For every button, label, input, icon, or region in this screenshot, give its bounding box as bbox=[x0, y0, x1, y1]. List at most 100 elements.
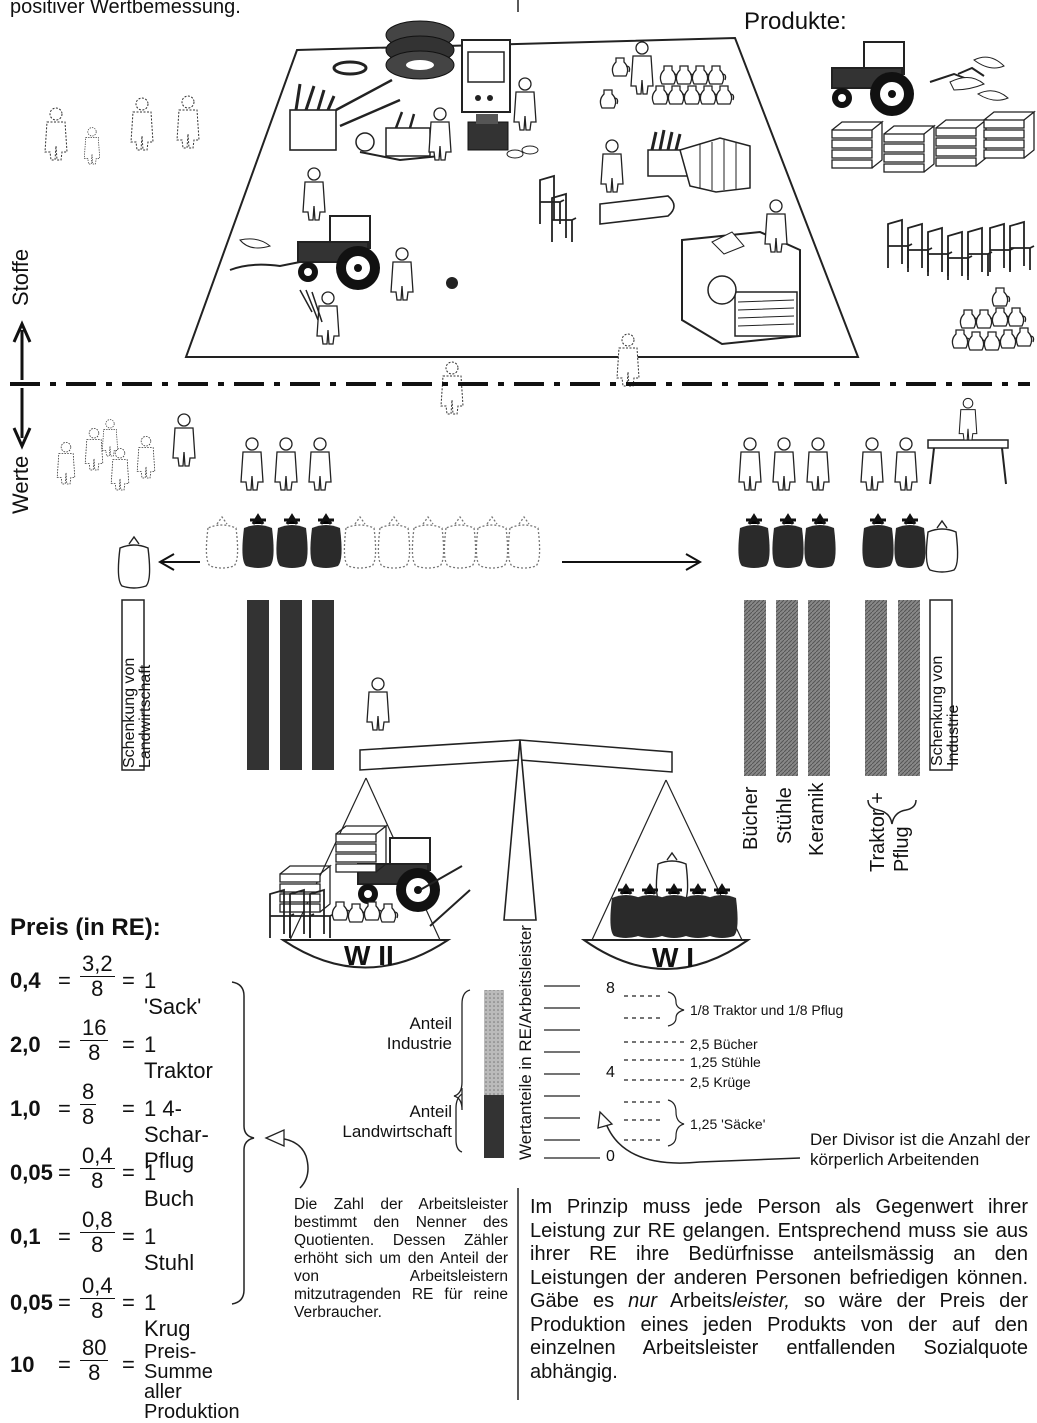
bookbinding-icon bbox=[647, 129, 751, 193]
label-anteil-industrie: Anteil Industrie bbox=[386, 1014, 452, 1053]
equals-sign: = bbox=[122, 1224, 135, 1249]
equals-sign: = bbox=[122, 1290, 135, 1315]
gauge-agriculture-share bbox=[484, 1095, 504, 1158]
price-item: 1 Traktor bbox=[144, 1032, 213, 1083]
arrow-right-icon bbox=[562, 553, 703, 571]
equals-sign: = bbox=[58, 968, 71, 993]
machine-icon bbox=[461, 39, 511, 113]
arrow-down-icon bbox=[12, 388, 32, 450]
product-label-traktor-pflug: Traktor + Pflug bbox=[867, 792, 913, 872]
fraction-numerator: 8 bbox=[80, 1079, 97, 1105]
price-value: 2,0 bbox=[10, 1032, 41, 1057]
products-chairs-icon bbox=[887, 219, 1035, 281]
gauge-item-chairs: 1,25 Stühle bbox=[690, 1054, 761, 1070]
equals-sign: = bbox=[58, 1032, 71, 1057]
price-item: 1 'Sack' bbox=[144, 968, 202, 1019]
price-heading: Preis (in RE): bbox=[10, 914, 161, 941]
tick-0: 0 bbox=[606, 1148, 615, 1165]
axis-label-werte: Werte bbox=[8, 455, 33, 514]
fraction-denominator: 8 bbox=[88, 1040, 101, 1065]
price-item: 1 Stuhl bbox=[144, 1224, 195, 1275]
gauge-industry-share bbox=[484, 990, 504, 1095]
price-value: 1,0 bbox=[10, 1096, 41, 1121]
price-item: 1 Buch bbox=[144, 1160, 195, 1211]
equals-sign: = bbox=[122, 1352, 135, 1377]
gauge-item-books: 2,5 Bücher bbox=[690, 1036, 758, 1052]
products-tractor-icon bbox=[831, 41, 1009, 117]
price-item: 1 4-Schar-Pflug bbox=[144, 1096, 209, 1173]
fraction-numerator: 0,8 bbox=[80, 1207, 115, 1233]
products-books-icon bbox=[831, 111, 1035, 173]
product-label-buecher: Bücher bbox=[740, 786, 762, 850]
fraction-denominator: 8 bbox=[91, 1298, 104, 1323]
gauge-item-tractor: 1/8 Traktor und 1/8 Pflug bbox=[690, 1002, 844, 1018]
fraction-numerator: 3,2 bbox=[80, 951, 115, 977]
price-item: 1 Krug bbox=[144, 1290, 191, 1341]
equals-sign: = bbox=[58, 1096, 71, 1121]
desk-clerk-icon bbox=[927, 397, 1009, 485]
scale-label-left: W II bbox=[344, 940, 394, 971]
equals-sign: = bbox=[122, 1160, 135, 1185]
tires-icon bbox=[332, 20, 455, 80]
consumers-top-icon bbox=[44, 95, 200, 165]
price-value: 10 bbox=[10, 1352, 35, 1377]
product-label-keramik: Keramik bbox=[806, 782, 828, 856]
products-pottery-icon bbox=[951, 287, 1035, 351]
gauge-item-sacks: 1,25 'Säcke' bbox=[690, 1116, 766, 1132]
explanation-paragraph: Im Prinzip muss jede Person als Gegenwer… bbox=[530, 1196, 1028, 1383]
donation-industry-label: Schenkung von Industrie bbox=[929, 655, 962, 766]
fraction-denominator: 8 bbox=[88, 1360, 101, 1385]
equals-sign: = bbox=[122, 1032, 135, 1057]
header-caption: positiver Wertbemessung. bbox=[10, 0, 241, 18]
arrow-left-icon bbox=[157, 553, 200, 571]
equals-sign: = bbox=[58, 1160, 71, 1185]
fraction-denominator: 8 bbox=[91, 1232, 104, 1257]
price-value: 0,4 bbox=[10, 968, 41, 993]
axis-label-stoffe: Stoffe bbox=[8, 248, 33, 306]
sacks-row bbox=[117, 514, 959, 589]
fraction-numerator: 0,4 bbox=[80, 1273, 115, 1299]
arrow-icon bbox=[264, 1128, 285, 1148]
price-value: 0,1 bbox=[10, 1224, 41, 1249]
fraction-denominator: 8 bbox=[82, 1104, 95, 1129]
walker-icon bbox=[440, 361, 464, 415]
value-bars bbox=[121, 599, 953, 776]
roll-icon bbox=[599, 195, 675, 225]
price-bracket bbox=[231, 981, 255, 1305]
numerator-note: Die Zahl der Arbeitsleister bestimmt den… bbox=[294, 1196, 508, 1321]
equals-sign: = bbox=[58, 1224, 71, 1249]
equals-sign: = bbox=[58, 1290, 71, 1315]
fraction-denominator: 8 bbox=[91, 1168, 104, 1193]
fraction-denominator: 8 bbox=[91, 976, 104, 1001]
fraction-numerator: 16 bbox=[80, 1015, 109, 1041]
fraction-numerator: 0,4 bbox=[80, 1143, 115, 1169]
fraction-numerator: 80 bbox=[80, 1335, 109, 1361]
balance-scale bbox=[269, 677, 752, 970]
scale-label-right: W I bbox=[652, 942, 694, 973]
tick-8: 8 bbox=[606, 980, 615, 997]
products-label: Produkte: bbox=[744, 8, 847, 35]
price-value: 0,05 bbox=[10, 1160, 53, 1185]
workers-agriculture-icon bbox=[240, 437, 332, 491]
workers-industry-icon bbox=[738, 437, 918, 491]
press-icon bbox=[681, 230, 801, 346]
gauge-item-jugs: 2,5 Krüge bbox=[690, 1074, 751, 1090]
product-label-stuehle: Stühle bbox=[774, 787, 796, 844]
equals-sign: = bbox=[122, 968, 135, 993]
equals-sign: = bbox=[58, 1352, 71, 1377]
gauge-axis-label: Wertanteile in RE/Arbeitsleister bbox=[516, 925, 535, 1160]
tick-4: 4 bbox=[606, 1064, 615, 1081]
donation-agriculture-label: Schenkung von Landwirtschaft bbox=[121, 657, 154, 768]
brace-icon bbox=[867, 799, 917, 825]
engine-icon bbox=[467, 114, 539, 159]
value-gauge bbox=[453, 985, 801, 1164]
